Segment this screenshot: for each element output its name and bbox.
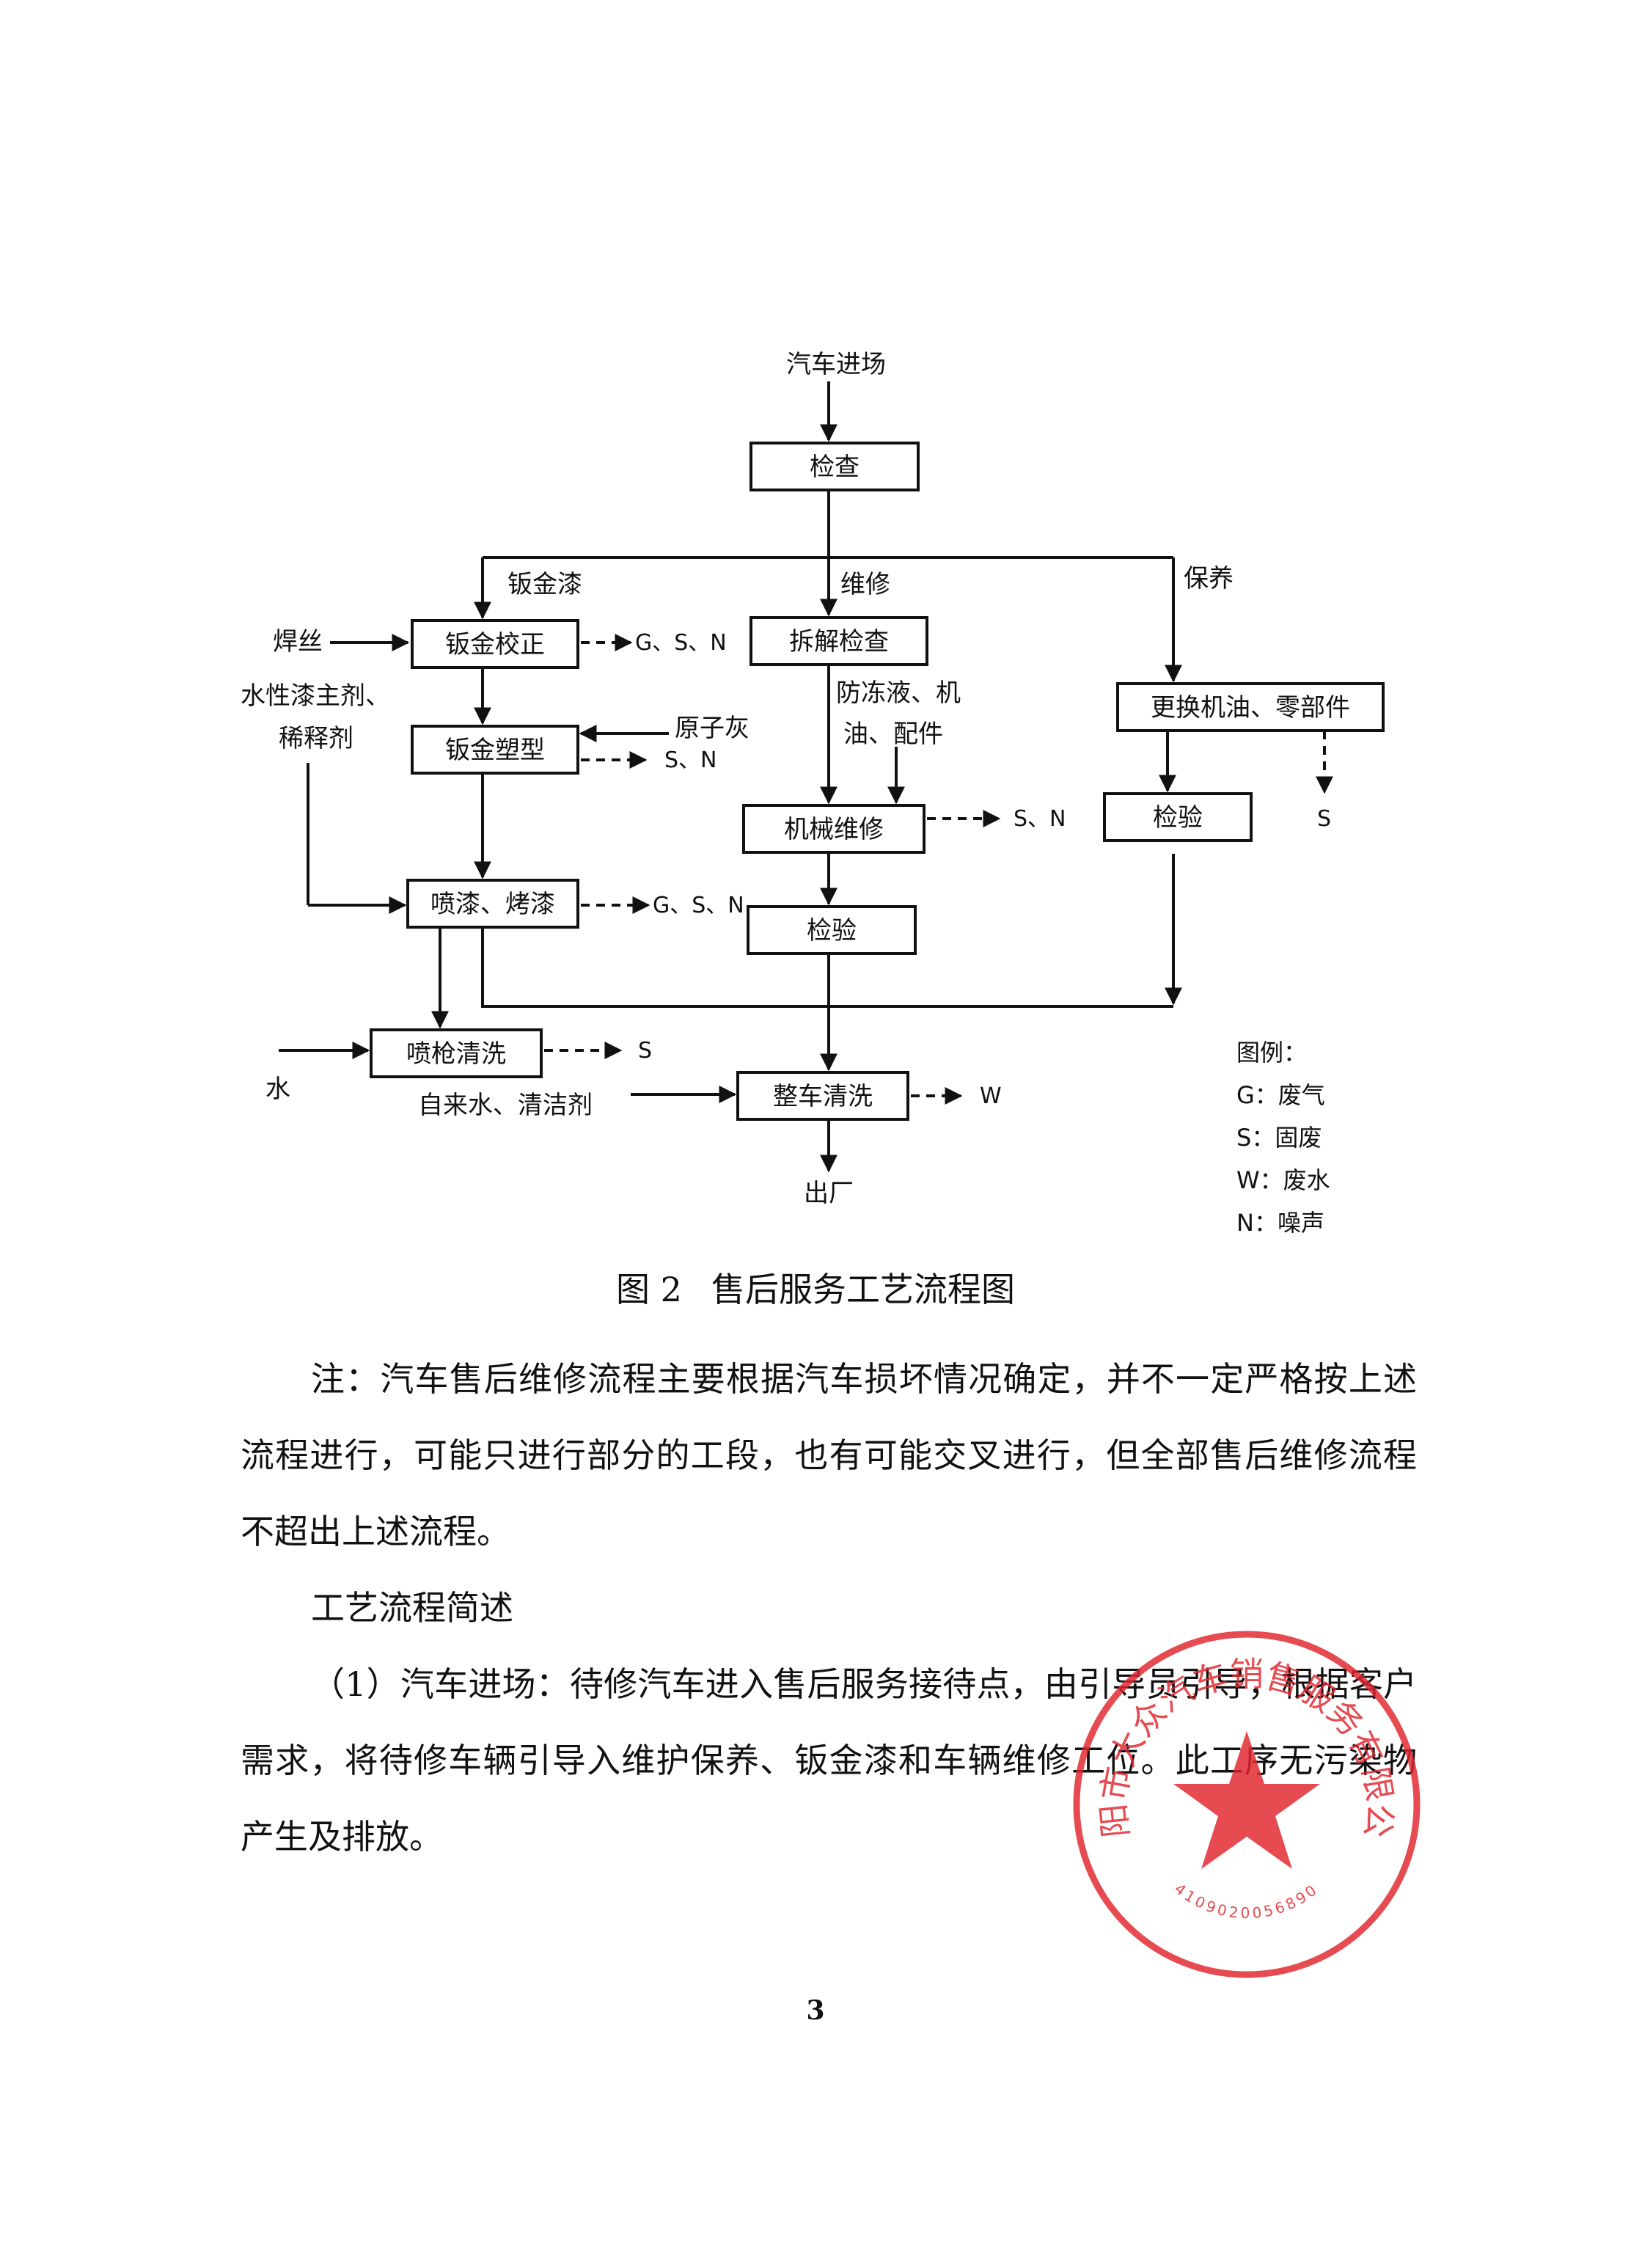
output-gun-clean: S — [638, 1038, 652, 1064]
node-exit: 出厂 — [804, 1179, 854, 1208]
input-antifreeze-line1: 防冻液、机 — [836, 678, 961, 708]
node-verify-maint: 检验 — [1153, 803, 1203, 833]
figure-title: 售后服务工艺流程图 — [711, 1270, 1015, 1309]
box-inspect — [749, 442, 920, 491]
output-replace-parts: S — [1317, 806, 1331, 832]
node-disassemble: 拆解检查 — [789, 627, 889, 656]
branch-sheet-paint: 钣金漆 — [507, 570, 582, 599]
box-verify-repair — [747, 905, 917, 955]
section-heading: 工艺流程简述 — [311, 1588, 513, 1628]
svg-text:4109020056890: 4109020056890 — [1171, 1880, 1322, 1923]
figure-number: 图 2 — [616, 1270, 682, 1309]
input-tap-water-cleaner: 自来水、清洁剂 — [418, 1091, 593, 1120]
legend-s: S：固废 — [1236, 1124, 1322, 1152]
step1-paragraph: （1）汽车进场：待修汽车进入售后服务接待点，由引导员引导，根据客户需求，将待修车… — [241, 1664, 1417, 1857]
branch-repair: 维修 — [840, 570, 890, 599]
box-car-wash — [736, 1071, 909, 1121]
node-spray-bake: 喷漆、烤漆 — [430, 890, 555, 919]
box-gun-clean — [370, 1028, 543, 1078]
box-disassemble — [749, 616, 928, 666]
page-number: 3 — [806, 1995, 825, 2026]
seal-code: 4109020056890 — [1171, 1880, 1319, 1923]
node-inspect: 检查 — [810, 453, 860, 482]
input-paint-line1: 水性漆主剂、 — [241, 681, 390, 711]
box-replace-parts — [1116, 682, 1385, 732]
node-car-wash: 整车清洗 — [773, 1082, 873, 1111]
input-putty: 原子灰 — [675, 714, 749, 743]
output-mech-repair: S、N — [1014, 806, 1066, 832]
output-car-wash: W — [980, 1083, 1002, 1109]
input-weld-wire: 焊丝 — [273, 627, 323, 656]
output-correct: G、S、N — [635, 630, 727, 656]
node-gun-clean: 喷枪清洗 — [406, 1039, 506, 1069]
input-paint-line2: 稀释剂 — [279, 724, 353, 753]
legend-title: 图例： — [1236, 1039, 1307, 1067]
node-replace-parts: 更换机油、零部件 — [1151, 693, 1350, 723]
node-verify-repair: 检验 — [807, 916, 857, 945]
figure-caption: 图 2 售后服务工艺流程图 — [0, 1263, 1631, 1312]
note-paragraph: 注：汽车售后维修流程主要根据汽车损坏情况确定，并不一定严格按上述流程进行，可能只… — [241, 1359, 1417, 1551]
node-sheet-metal-shape: 钣金塑型 — [445, 736, 545, 765]
legend-w: W：废水 — [1236, 1166, 1330, 1194]
output-shape: S、N — [664, 747, 716, 773]
box-verify-maint — [1103, 792, 1253, 842]
node-mech-repair: 机械维修 — [784, 815, 884, 844]
node-car-entry: 汽车进场 — [786, 350, 886, 379]
legend-g: G：废气 — [1236, 1081, 1325, 1109]
legend: 图例： G：废气 S：固废 W：废水 N：噪声 — [1236, 1039, 1330, 1237]
company-seal: 濮阳市大众汽车销售服务有限公司 4109020056890 — [1063, 1621, 1421, 1978]
input-antifreeze-line2: 油、配件 — [843, 720, 943, 749]
box-sheet-metal-shape — [411, 725, 579, 775]
branch-maintain: 保养 — [1184, 564, 1234, 593]
node-sheet-metal-correct: 钣金校正 — [445, 630, 545, 659]
box-spray-bake — [406, 879, 579, 929]
box-mech-repair — [742, 804, 926, 854]
input-water: 水 — [265, 1075, 290, 1104]
legend-n: N：噪声 — [1236, 1209, 1324, 1237]
process-flowchart: 汽车进场 检查 钣金校正 钣金塑型 喷漆、烤漆 喷枪清洗 拆解检查 机械维修 检… — [241, 350, 1385, 1237]
output-spray: G、S、N — [653, 893, 744, 918]
box-sheet-metal-correct — [411, 619, 579, 669]
